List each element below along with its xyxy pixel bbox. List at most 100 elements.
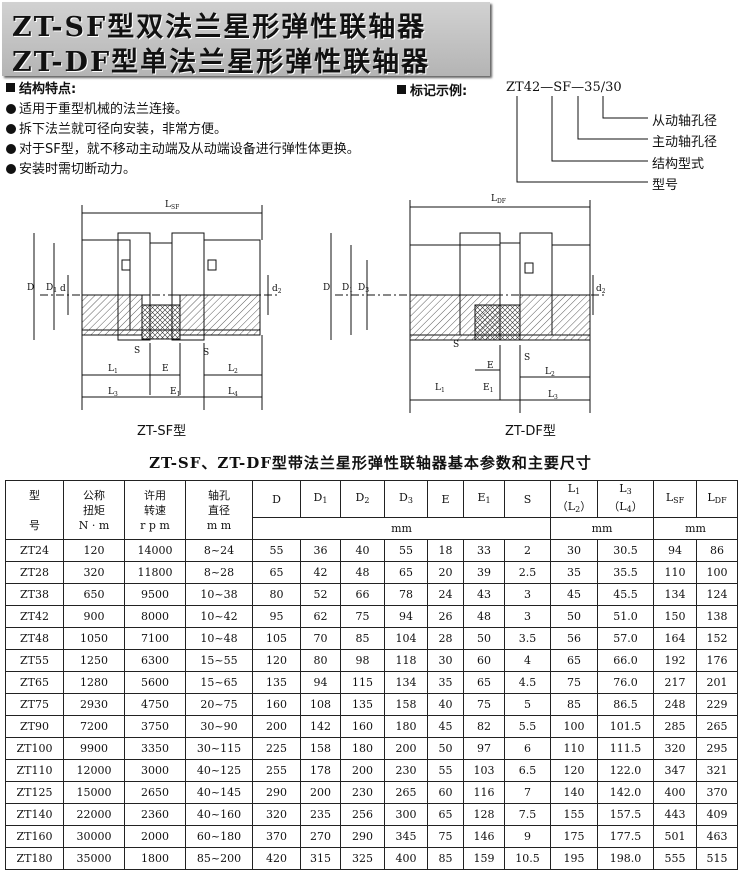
title-banner: ZT-SF型双法兰星形弹性联轴器 ZT-DF型单法兰星形弹性联轴器 bbox=[2, 2, 490, 78]
table-cell: 1050 bbox=[63, 627, 125, 650]
table-cell: 118 bbox=[384, 649, 428, 672]
dim-s2-label: S bbox=[524, 353, 530, 363]
dim-s1-label: S bbox=[134, 346, 140, 356]
feature-item: 适用于重型机械的法兰连接。 bbox=[6, 100, 360, 120]
table-cell: 178 bbox=[300, 759, 341, 782]
header-d: D bbox=[252, 480, 301, 518]
table-cell: 146 bbox=[463, 825, 505, 848]
example-code: ZT42—SF—35/30 bbox=[506, 80, 622, 95]
table-cell: 7100 bbox=[124, 627, 186, 650]
table-cell: 10~48 bbox=[185, 627, 253, 650]
dim-l3-label: L bbox=[548, 390, 554, 400]
table-cell: 94 bbox=[384, 605, 428, 628]
table-cell: 400 bbox=[384, 847, 428, 870]
dim-l4-label: L bbox=[228, 387, 234, 397]
table-cell: 7200 bbox=[63, 715, 125, 738]
table-cell: 100 bbox=[550, 715, 598, 738]
header-model: 型号 bbox=[5, 480, 64, 540]
table-cell: 111.5 bbox=[597, 737, 654, 760]
feature-item: 安装时需切断动力。 bbox=[6, 160, 360, 180]
table-cell: 18 bbox=[427, 539, 464, 562]
table-cell: 40 bbox=[340, 539, 385, 562]
table-cell: 85~200 bbox=[185, 847, 253, 870]
header-e: E bbox=[427, 480, 464, 518]
table-cell: 180 bbox=[384, 715, 428, 738]
table-cell: 86 bbox=[696, 539, 738, 562]
table-cell: 103 bbox=[463, 759, 505, 782]
table-cell: 2360 bbox=[124, 803, 186, 826]
table-cell: 164 bbox=[653, 627, 697, 650]
table-cell: 300 bbox=[384, 803, 428, 826]
table-cell: 110 bbox=[550, 737, 598, 760]
table-cell: 85 bbox=[340, 627, 385, 650]
table-cell: 66.0 bbox=[597, 649, 654, 672]
table-cell: 50 bbox=[427, 737, 464, 760]
bullet-icon bbox=[6, 124, 16, 134]
table-cell: 76.0 bbox=[597, 671, 654, 694]
table-cell: 75 bbox=[427, 825, 464, 848]
svg-text:D1: D1 bbox=[46, 283, 57, 294]
table-cell: 62 bbox=[300, 605, 341, 628]
table-cell: 5 bbox=[504, 693, 551, 716]
table-cell: 201 bbox=[696, 671, 738, 694]
table-cell: 155 bbox=[550, 803, 598, 826]
table-cell: 160 bbox=[340, 715, 385, 738]
table-cell: 180 bbox=[340, 737, 385, 760]
table-cell: 235 bbox=[300, 803, 341, 826]
table-cell: 501 bbox=[653, 825, 697, 848]
table-cell: 122.0 bbox=[597, 759, 654, 782]
table-cell: 15000 bbox=[63, 781, 125, 804]
table-cell: 3350 bbox=[124, 737, 186, 760]
table-cell: 2 bbox=[504, 539, 551, 562]
dim-d2-label: d bbox=[596, 284, 602, 294]
table-cell: 30.5 bbox=[597, 539, 654, 562]
table-cell: 20~75 bbox=[185, 693, 253, 716]
dim-l3-label: L bbox=[108, 387, 114, 397]
table-cell: 9500 bbox=[124, 583, 186, 606]
table-cell: 6.5 bbox=[504, 759, 551, 782]
table-cell: ZT125 bbox=[5, 781, 64, 804]
features-section: 结构特点: 适用于重型机械的法兰连接。 拆下法兰就可径向安装，非常方便。 对于S… bbox=[6, 80, 360, 180]
dim-e-label: E bbox=[487, 361, 494, 371]
dim-d-label: D bbox=[323, 283, 330, 293]
svg-text:D3: D3 bbox=[358, 283, 369, 294]
table-cell: 225 bbox=[252, 737, 301, 760]
table-cell: 35000 bbox=[63, 847, 125, 870]
table-cell: 95 bbox=[252, 605, 301, 628]
header-l3-l4: L3（L4） bbox=[597, 480, 654, 518]
table-cell: 20 bbox=[427, 561, 464, 584]
table-cell: 400 bbox=[653, 781, 697, 804]
example-label-driving-bore: 主动轴孔径 bbox=[652, 135, 718, 150]
table-cell: 159 bbox=[463, 847, 505, 870]
table-cell: 347 bbox=[653, 759, 697, 782]
dim-e1-label: E bbox=[483, 383, 490, 393]
table-cell: 370 bbox=[696, 781, 738, 804]
table-cell: 158 bbox=[300, 737, 341, 760]
table-cell: 6 bbox=[504, 737, 551, 760]
table-cell: 290 bbox=[252, 781, 301, 804]
example-label-structure-type: 结构型式 bbox=[652, 157, 705, 172]
table-cell: 290 bbox=[340, 825, 385, 848]
table-cell: 15~55 bbox=[185, 649, 253, 672]
header-l1-l2: L1（L2） bbox=[550, 480, 598, 518]
table-cell: 80 bbox=[300, 649, 341, 672]
dim-l1-label: L bbox=[435, 383, 441, 393]
table-cell: 40~145 bbox=[185, 781, 253, 804]
table-cell: 192 bbox=[653, 649, 697, 672]
table-cell: 65 bbox=[463, 671, 505, 694]
table-cell: 134 bbox=[384, 671, 428, 694]
dim-e1-label: E bbox=[170, 387, 177, 397]
table-cell: 98 bbox=[340, 649, 385, 672]
table-cell: 3 bbox=[504, 583, 551, 606]
table-cell: 265 bbox=[384, 781, 428, 804]
table-cell: 40~125 bbox=[185, 759, 253, 782]
table-cell: 42 bbox=[300, 561, 341, 584]
table-cell: 2930 bbox=[63, 693, 125, 716]
